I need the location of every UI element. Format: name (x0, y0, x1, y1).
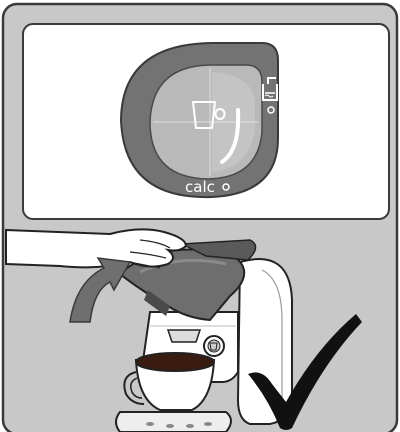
control-button: calc (121, 43, 278, 197)
coffee-surface (136, 353, 214, 371)
drip-tray (116, 412, 231, 432)
calc-label: calc (185, 178, 215, 196)
hand-icon (6, 229, 186, 268)
